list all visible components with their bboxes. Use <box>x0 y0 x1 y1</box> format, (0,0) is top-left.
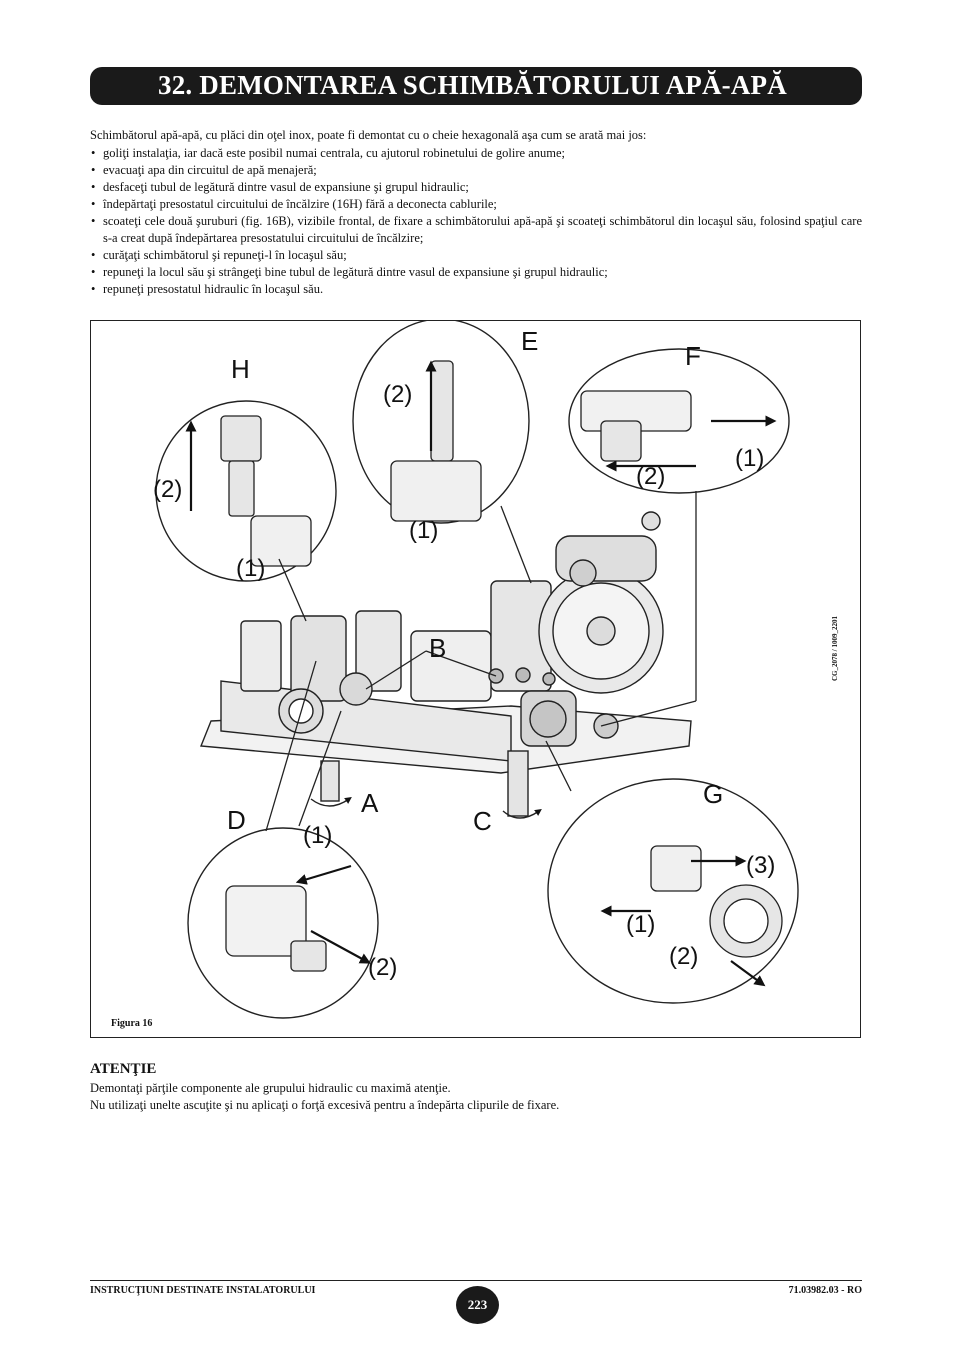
label-c: C <box>473 806 492 836</box>
step-item: goliţi instalaţia, iar dacă este posibil… <box>90 145 862 162</box>
footer-left-text: INSTRUCŢIUNI DESTINATE INSTALATORULUI <box>90 1285 316 1296</box>
footer-doc-code: 71.03982.03 - RO <box>788 1285 862 1296</box>
label-e-1: (1) <box>409 517 439 544</box>
figure-16-frame: H (2) (1) E (2) (1) F (2) (1) B A C D (1… <box>90 320 861 1038</box>
warning-line: Demontaţi părţile componente ale grupulu… <box>90 1081 451 1095</box>
footer-divider <box>90 1280 862 1281</box>
label-h: H <box>231 354 250 384</box>
label-f-2: (2) <box>636 463 666 490</box>
page-number-badge: 223 <box>456 1286 499 1324</box>
step-item: repuneţi la locul său şi strângeţi bine … <box>90 264 862 281</box>
label-g-2: (2) <box>669 943 699 970</box>
figure-caption: Figura 16 <box>111 1018 153 1029</box>
procedure-steps: goliţi instalaţia, iar dacă este posibil… <box>90 145 862 298</box>
page-title: 32. DEMONTAREA SCHIMBĂTORULUI APĂ-APĂ <box>158 70 787 100</box>
label-e-2: (2) <box>383 381 413 408</box>
figure-code: CG_2078 / 1009_2201 <box>831 616 839 681</box>
warning-line: Nu utilizaţi unelte ascuţite şi nu aplic… <box>90 1098 560 1112</box>
step-item: repuneţi presostatul hidraulic în locaşu… <box>90 281 862 298</box>
label-d-2: (2) <box>368 954 398 981</box>
label-h-1: (1) <box>236 555 266 582</box>
label-d-1: (1) <box>303 822 333 849</box>
step-item: îndepărtaţi presostatul circuitului de î… <box>90 196 862 213</box>
label-f: F <box>685 341 701 371</box>
label-a: A <box>361 788 379 818</box>
section-title-bar: 32. DEMONTAREA SCHIMBĂTORULUI APĂ-APĂ <box>90 67 862 105</box>
label-g-3: (3) <box>746 852 776 879</box>
step-item: curăţaţi schimbătorul şi repuneţi-l în l… <box>90 247 862 264</box>
label-g-1: (1) <box>626 911 656 938</box>
warning-text: Demontaţi părţile componente ale grupulu… <box>90 1080 559 1114</box>
intro-paragraph: Schimbătorul apă-apă, cu plăci din oţel … <box>90 128 647 142</box>
label-h-2: (2) <box>153 476 183 503</box>
step-item: desfaceţi tubul de legătură dintre vasul… <box>90 179 862 196</box>
label-d: D <box>227 805 246 835</box>
hydraulic-group-illustration <box>155 321 799 1019</box>
label-f-1: (1) <box>735 445 765 472</box>
warning-title: ATENŢIE <box>90 1061 157 1077</box>
label-g: G <box>703 779 724 809</box>
step-item: evacuaţi apa din circuitul de apă menaje… <box>90 162 862 179</box>
label-b: B <box>429 633 447 663</box>
label-e: E <box>521 326 539 356</box>
step-item: scoateţi cele două şuruburi (fig. 16B), … <box>90 213 862 247</box>
